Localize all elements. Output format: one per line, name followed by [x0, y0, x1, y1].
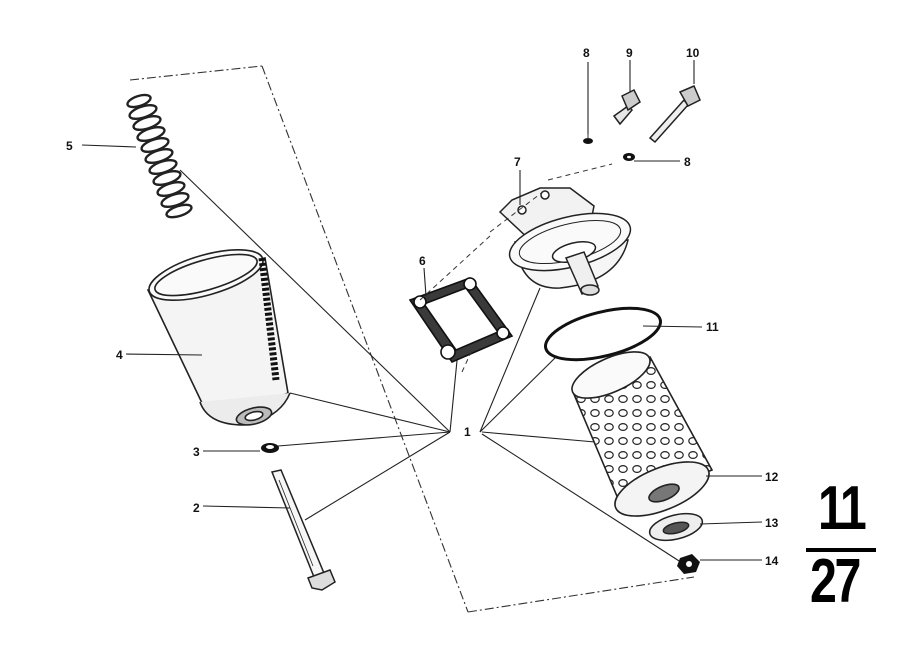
washer-top: [583, 138, 593, 144]
subgroup-reference-number: 27: [810, 547, 861, 616]
filter-housing: [146, 249, 291, 426]
assembly-frame: [129, 65, 695, 613]
reference-divider: [806, 548, 876, 552]
callout-2: 2: [193, 501, 200, 515]
callout-leaders: [81, 60, 763, 561]
callout-12: 12: [765, 470, 779, 484]
center-bolt: [270, 469, 336, 591]
cover-gasket: [408, 277, 514, 363]
callout-5: 5: [66, 139, 73, 153]
long-bolt: [648, 85, 701, 144]
callout-14: 14: [765, 554, 779, 568]
callout-7: 7: [514, 155, 521, 169]
short-bolt: [612, 88, 641, 126]
callout-10: 10: [686, 46, 700, 60]
filter-cover: [498, 187, 632, 296]
o-ring: [544, 306, 662, 362]
callout-8-top: 8: [583, 46, 590, 60]
filter-element: [571, 351, 714, 517]
callout-9: 9: [626, 46, 633, 60]
callout-4: 4: [116, 348, 123, 362]
spring: [126, 93, 193, 219]
sealing-ring-small: [261, 443, 279, 453]
callout-1: 1: [464, 425, 471, 439]
callout-13: 13: [765, 516, 779, 530]
callout-11: 11: [706, 320, 719, 334]
retaining-plate: [648, 512, 704, 542]
hex-nut: [677, 554, 700, 574]
group-reference-number: 11: [818, 474, 867, 543]
washer-side: [623, 153, 635, 161]
callout-8-side: 8: [684, 155, 691, 169]
leader-lines-1: [179, 169, 691, 569]
callout-3: 3: [193, 445, 200, 459]
callout-6: 6: [419, 254, 426, 268]
